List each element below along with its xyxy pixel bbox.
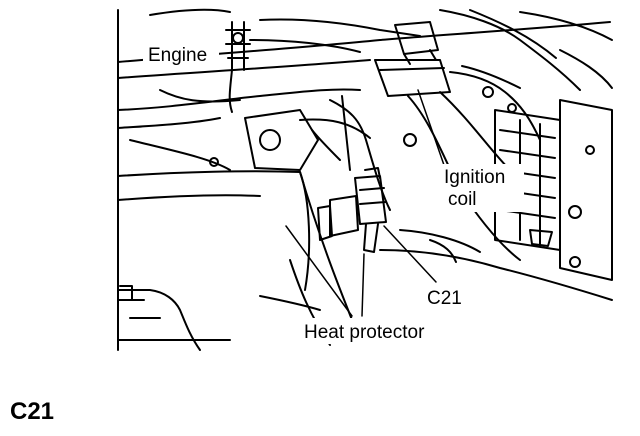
label-engine: Engine — [148, 45, 207, 66]
leader-heat-protector-1 — [285, 225, 353, 317]
leader-c21 — [383, 225, 437, 283]
label-ignition-line2: coil — [448, 189, 477, 210]
lower-left-intake — [117, 285, 231, 351]
figure-caption: C21 — [10, 398, 55, 425]
leader-lines — [285, 89, 455, 317]
ignition-coil-drawing — [374, 21, 541, 261]
throttle-area — [209, 95, 417, 211]
leader-heat-protector-2 — [361, 253, 365, 317]
label-connector: C21 — [427, 288, 462, 309]
label-heat-protector: Heat protector — [304, 322, 425, 343]
label-ignition-line1: Ignition — [444, 167, 505, 188]
connector-c21-drawing — [317, 167, 387, 253]
engine-mount — [225, 21, 251, 113]
